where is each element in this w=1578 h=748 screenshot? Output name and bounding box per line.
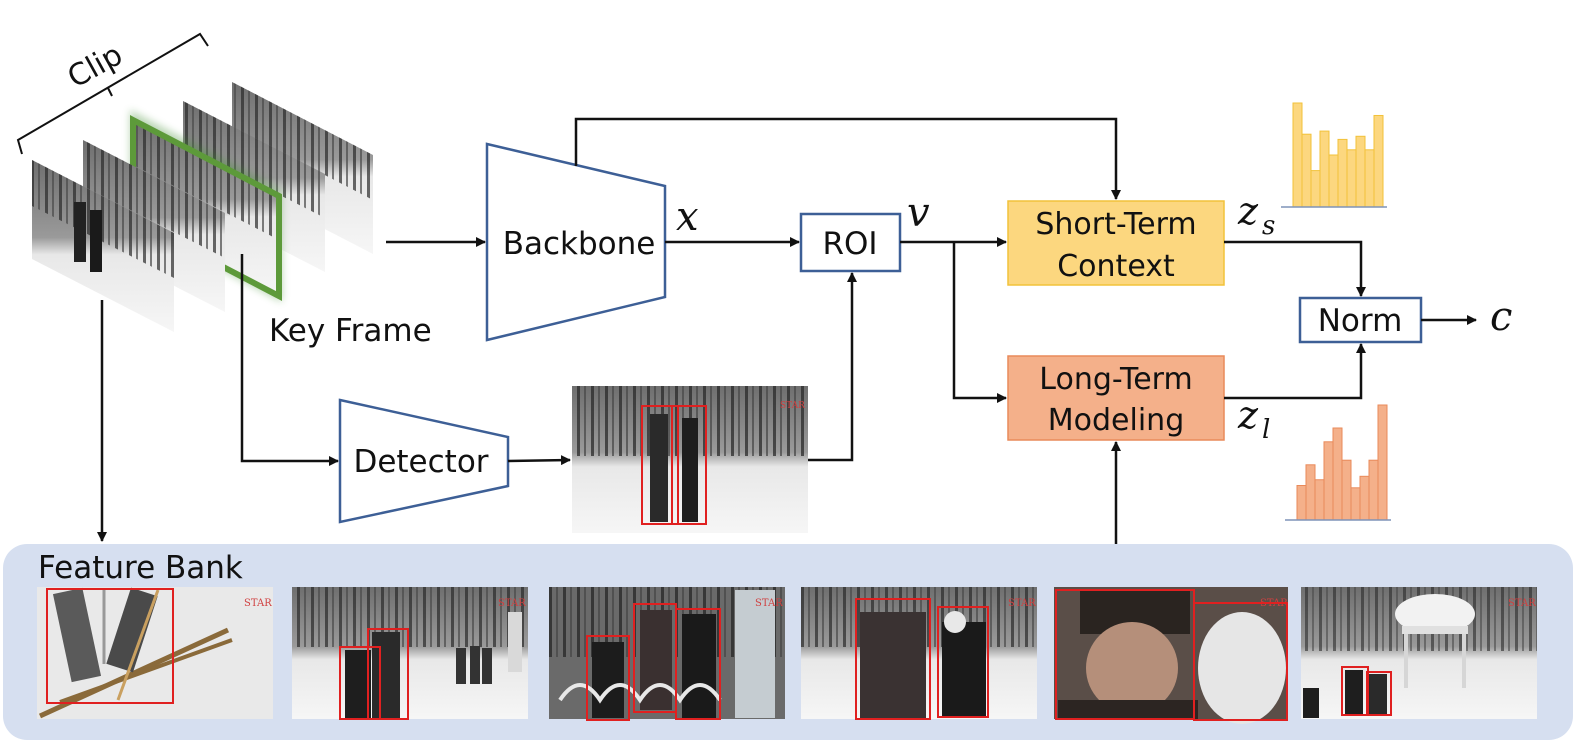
histogram-bar — [1346, 149, 1357, 208]
clip-label: Clip — [62, 37, 129, 95]
histogram-bar — [1350, 487, 1361, 521]
detector-label: Detector — [353, 444, 488, 480]
feature-thumbnail: STAR — [549, 587, 785, 721]
symbol-v: v — [907, 190, 930, 236]
feature-bank-label: Feature Bank — [38, 550, 243, 586]
arrow-long-term-to-norm — [1224, 343, 1366, 400]
histogram-bar — [1332, 427, 1343, 521]
long-term-label-line2: Modeling — [1048, 403, 1184, 438]
symbol-z-s: z s — [1237, 189, 1275, 241]
detection-box — [1366, 671, 1392, 716]
histogram-bar — [1337, 138, 1348, 208]
histogram-bar — [1314, 479, 1325, 521]
detection-box — [1193, 602, 1288, 721]
backbone-module — [485, 142, 667, 342]
key-frame-label: Key Frame — [269, 313, 432, 349]
feature-thumbnail-watermark: STAR — [498, 598, 526, 609]
feature-thumbnail: STAR — [1301, 587, 1537, 719]
clip-frames — [32, 82, 373, 332]
detection-box — [46, 588, 174, 704]
long-term-label-line1: Long-Term — [1039, 362, 1192, 397]
symbol-z-l-base: z — [1237, 393, 1259, 437]
short-term-label-line1: Short-Term — [1035, 207, 1196, 242]
short-term-histogram — [1281, 102, 1387, 208]
feature-thumbnail-watermark: STAR — [1008, 598, 1036, 609]
feature-thumbnail: STAR — [801, 587, 1037, 720]
detection-box — [937, 606, 989, 718]
symbol-x: x — [676, 194, 699, 240]
feature-thumbnail-watermark: STAR — [244, 598, 272, 609]
feature-thumbnail-watermark: STAR — [1508, 598, 1536, 609]
detection-box — [367, 628, 409, 720]
histogram-bar — [1377, 404, 1388, 521]
symbol-z-l-subscript: l — [1262, 415, 1270, 445]
roi-label: ROI — [822, 226, 877, 262]
symbol-z-l: z l — [1237, 393, 1270, 445]
histogram-bar — [1359, 475, 1370, 521]
feature-thumbnail: STAR — [1054, 587, 1288, 724]
histogram-bar — [1296, 485, 1307, 521]
histogram-bar — [1310, 170, 1321, 208]
arrow-detector-to-image — [507, 455, 571, 466]
arrow-keyframe-to-detector — [240, 254, 339, 466]
detection-box — [855, 598, 931, 720]
histogram-bar — [1292, 102, 1303, 208]
detection-output-image: STAR — [572, 386, 808, 533]
feature-thumbnail: STAR — [292, 587, 528, 720]
histogram-bar — [1364, 149, 1375, 208]
norm-box — [1298, 296, 1423, 344]
detection-box — [671, 405, 707, 525]
norm-label: Norm — [1318, 303, 1403, 339]
detection-box — [675, 608, 721, 720]
clip-frame-1 — [32, 160, 174, 332]
backbone-label: Backbone — [503, 226, 656, 262]
histogram-bar — [1355, 135, 1366, 208]
histogram-bar — [1373, 114, 1384, 208]
histogram-bar — [1305, 464, 1316, 521]
detector-module — [338, 398, 510, 524]
feature-thumbnail-watermark: STAR — [755, 598, 783, 609]
clip-bracket — [16, 32, 209, 155]
feature-thumbnail: STAR — [37, 587, 273, 719]
symbol-c: c — [1490, 294, 1512, 340]
detection-watermark: STAR — [780, 401, 805, 411]
arrow-short-term-to-norm — [1224, 240, 1366, 297]
histogram-bar — [1323, 441, 1334, 521]
arrow-backbone-to-short-term — [574, 117, 1121, 200]
short-term-label-line2: Context — [1057, 249, 1175, 284]
arrow-image-to-roi — [808, 272, 857, 462]
detection-box — [586, 635, 630, 721]
feature-bank-thumbnails: STAR STAR STAR — [37, 587, 1537, 724]
long-term-modeling-box — [1007, 355, 1225, 441]
histogram-bar — [1319, 130, 1330, 208]
detection-box — [641, 405, 679, 525]
histogram-bar — [1301, 133, 1312, 208]
connectors — [97, 117, 1477, 544]
histogram-bar — [1328, 154, 1339, 208]
symbol-z-s-base: z — [1237, 189, 1259, 233]
long-term-histogram — [1285, 404, 1391, 521]
detection-box — [339, 646, 381, 720]
arrow-roi-to-long-term — [952, 242, 1007, 403]
histogram-bar — [1341, 459, 1352, 521]
symbol-z-s-subscript: s — [1262, 211, 1275, 241]
histogram-bar — [1368, 459, 1379, 521]
